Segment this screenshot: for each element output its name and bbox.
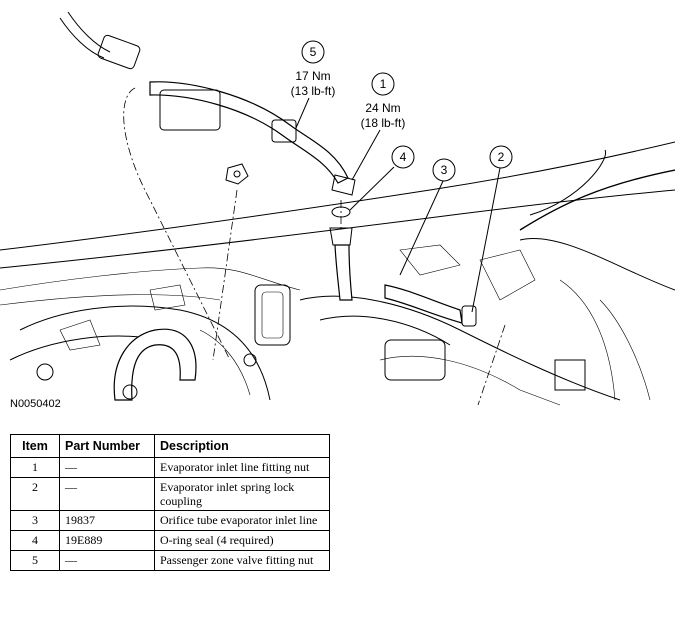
header-description: Description (154, 434, 330, 458)
callout-3: 3 (432, 158, 456, 182)
row-part-number: 19E889 (59, 530, 155, 551)
o-ring-and-fitting (329, 206, 477, 327)
row-part-number: — (59, 550, 155, 571)
cowl-line-lower (0, 189, 675, 269)
header-part-number: Part Number (59, 434, 155, 458)
parts-table: Item Part Number Description 1 — Evapora… (10, 434, 330, 571)
row-item: 1 (10, 457, 60, 478)
figure-id-label: N0050402 (10, 398, 61, 410)
row-item: 2 (10, 477, 60, 511)
header-item: Item (10, 434, 60, 458)
evaporator-inlet-line (59, 11, 356, 196)
hood-edge (519, 169, 675, 231)
table-row: 1 — Evaporator inlet line fitting nut (10, 457, 330, 478)
callout-2: 2 (489, 145, 513, 169)
row-description: Evaporator inlet spring lock coupling (154, 477, 330, 511)
leader-3 (399, 180, 444, 276)
row-description: O-ring seal (4 required) (154, 530, 330, 551)
alignment-line-2 (212, 189, 238, 361)
row-part-number: — (59, 457, 155, 478)
svg-text:17 Nm: 17 Nm (295, 69, 330, 83)
callout-5: 5 17 Nm (13 lb-ft) (291, 40, 336, 98)
alignment-line-4 (477, 324, 506, 406)
table-row: 4 19E889 O-ring seal (4 required) (10, 530, 330, 551)
fender-line (519, 238, 675, 291)
row-part-number: 19837 (59, 510, 155, 531)
table-row: 5 — Passenger zone valve fitting nut (10, 550, 330, 571)
row-description: Evaporator inlet line fitting nut (154, 457, 330, 478)
exploded-view-illustration: 5 17 Nm (13 lb-ft) 1 24 Nm (18 lb-ft) 4 … (0, 11, 675, 410)
svg-text:2: 2 (498, 150, 505, 164)
row-item: 4 (10, 530, 60, 551)
leader-1 (351, 129, 381, 181)
fitting-nut-hardware (225, 163, 249, 185)
table-header-row: Item Part Number Description (10, 434, 330, 458)
svg-text:(18 lb-ft): (18 lb-ft) (361, 116, 406, 130)
row-item: 5 (10, 550, 60, 571)
svg-text:5: 5 (310, 45, 317, 59)
table-row: 3 19837 Orifice tube evaporator inlet li… (10, 510, 330, 531)
svg-text:24 Nm: 24 Nm (365, 101, 400, 115)
leader-2 (471, 167, 501, 313)
hood-edge-2 (529, 149, 607, 216)
svg-text:1: 1 (380, 77, 387, 91)
cowl-line (0, 141, 675, 251)
leader-4 (349, 166, 395, 211)
svg-text:(13 lb-ft): (13 lb-ft) (291, 84, 336, 98)
row-part-number: — (59, 477, 155, 511)
callout-4: 4 (391, 145, 415, 169)
row-description: Orifice tube evaporator inlet line (154, 510, 330, 531)
row-item: 3 (10, 510, 60, 531)
table-row: 2 — Evaporator inlet spring lock couplin… (10, 477, 330, 511)
svg-text:3: 3 (441, 163, 448, 177)
callout-1: 1 24 Nm (18 lb-ft) (361, 72, 406, 130)
svg-text:4: 4 (400, 150, 407, 164)
alignment-line-1 (123, 87, 231, 361)
engine-bay-components (0, 244, 651, 406)
leader-5 (295, 97, 310, 129)
row-description: Passenger zone valve fitting nut (154, 550, 330, 571)
